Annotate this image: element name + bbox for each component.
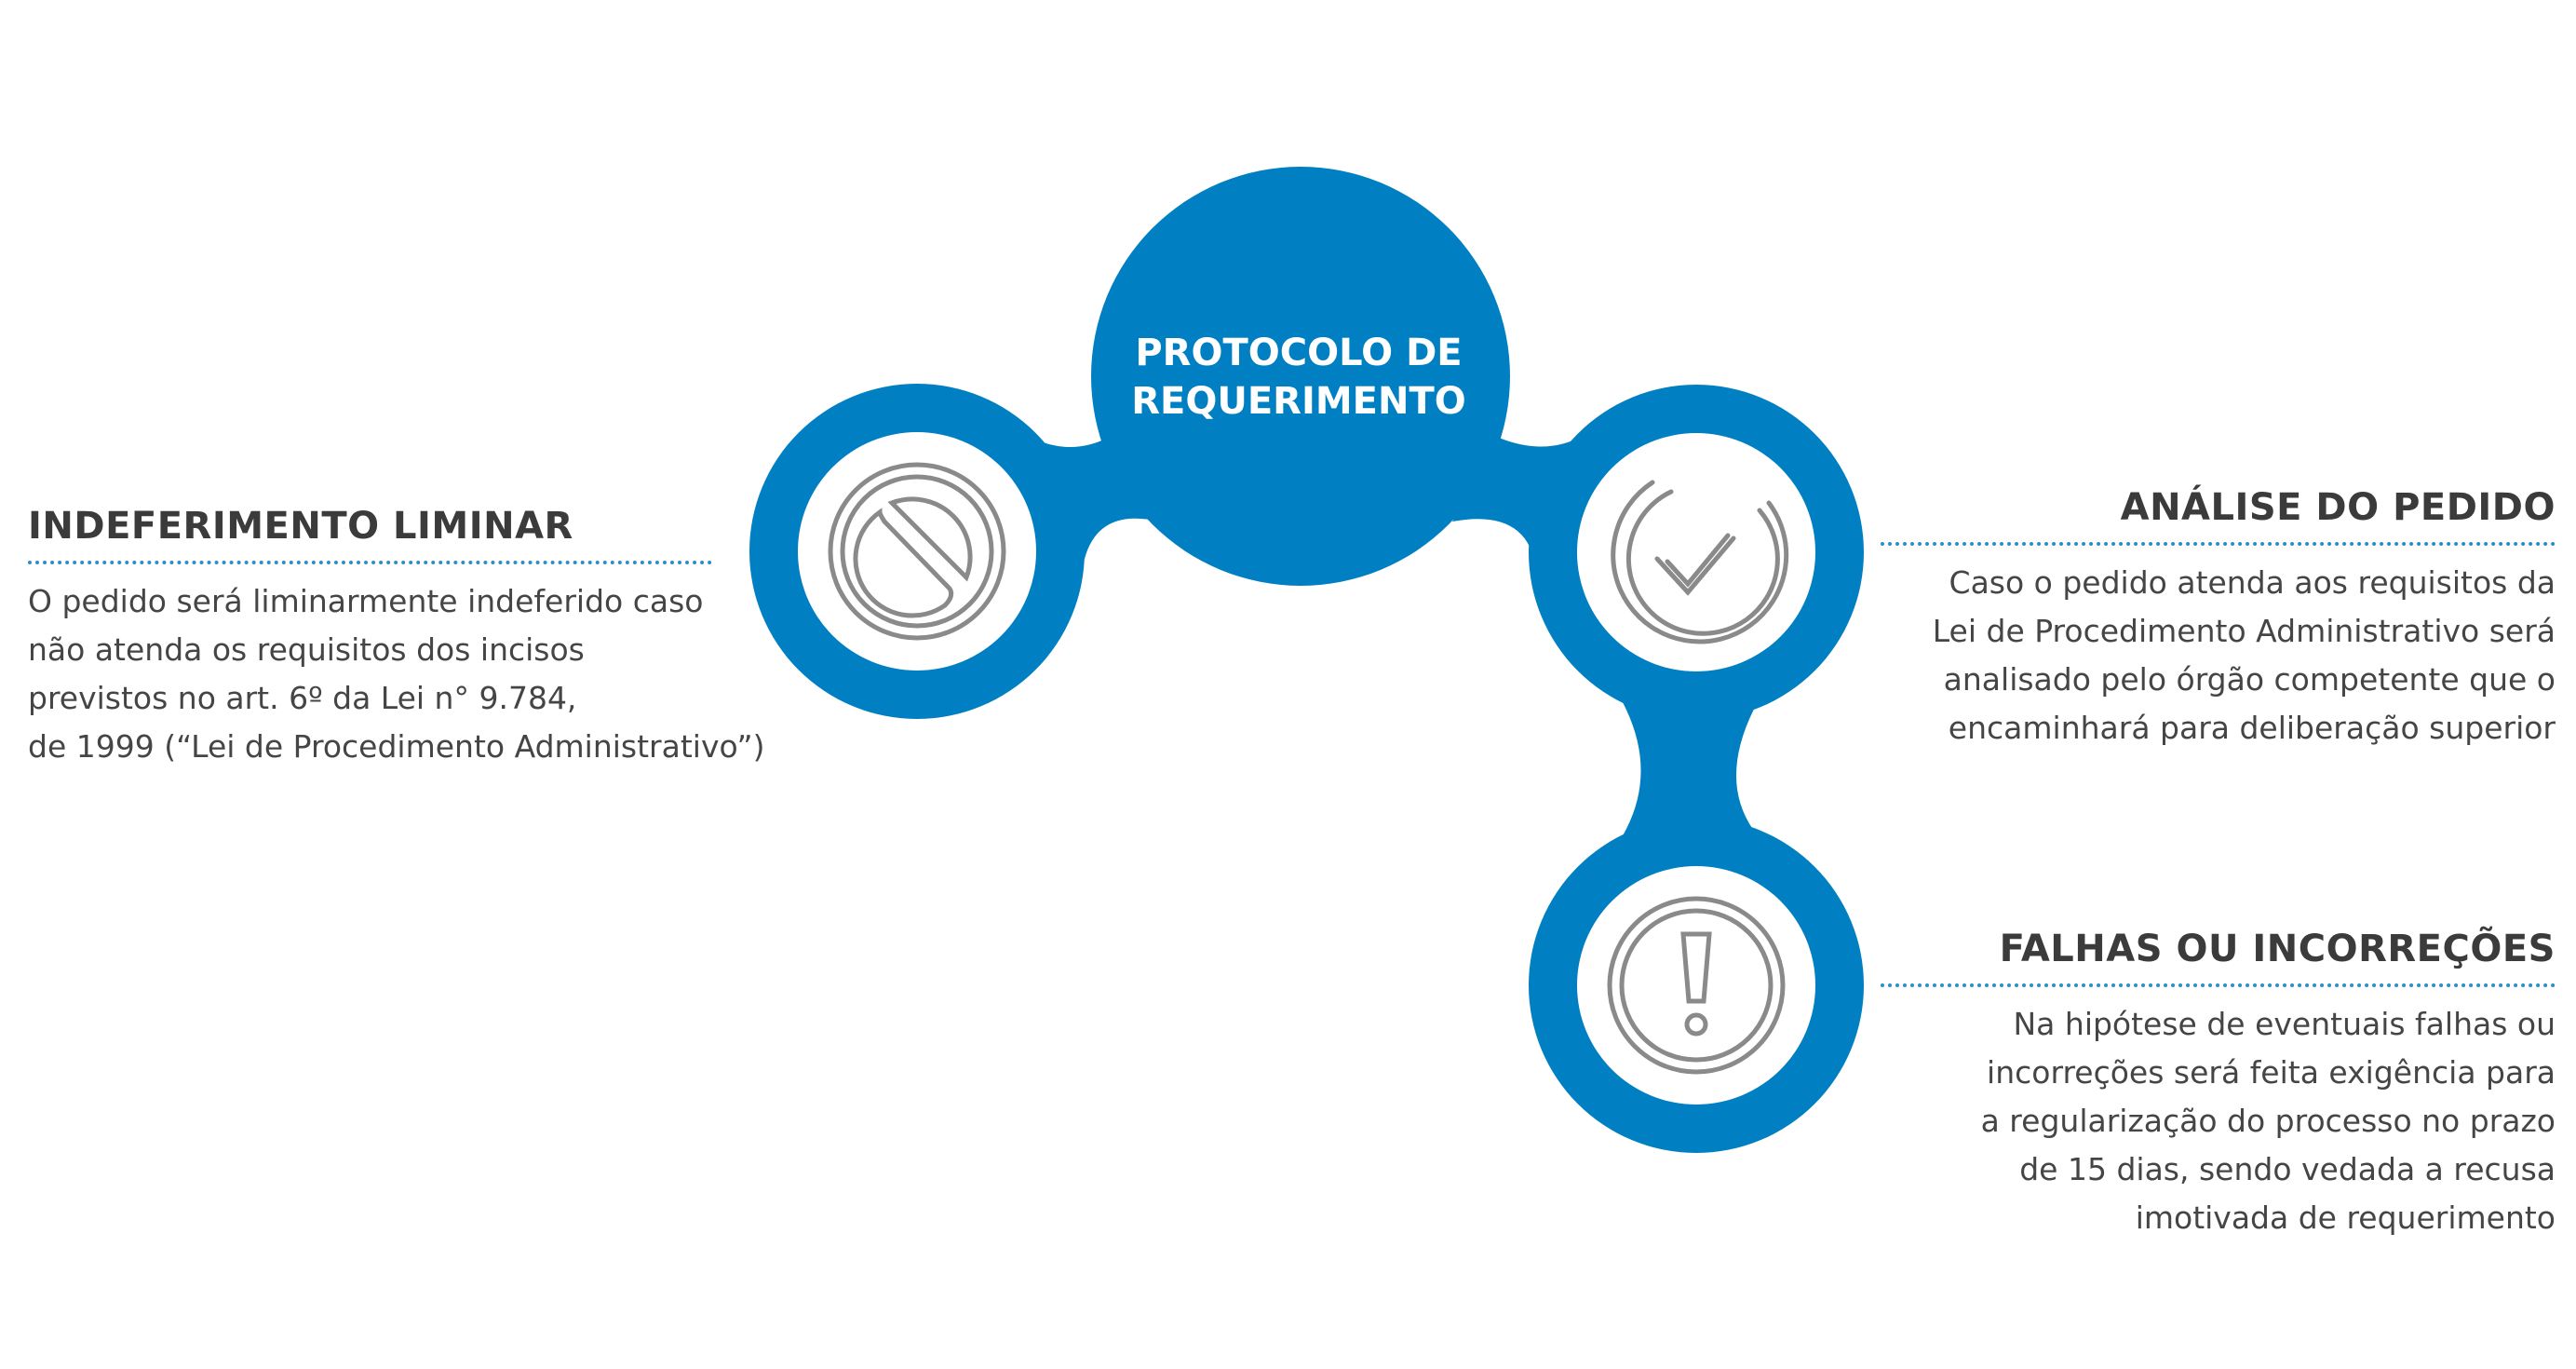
connector-vertical — [1615, 689, 1760, 847]
block-falhas: FALHAS OU INCORREÇÕES Na hipótese de eve… — [1881, 928, 2556, 1242]
text-line: Caso o pedido atenda aos requisitos da — [1949, 564, 2556, 601]
falhas-heading: FALHAS OU INCORREÇÕES — [1999, 928, 2556, 970]
analise-heading: ANÁLISE DO PEDIDO — [2120, 486, 2556, 529]
checkmark-icon — [1611, 480, 1789, 644]
text-line: encaminhará para deliberação superior — [1948, 710, 2556, 746]
text-line: analisado pelo órgão competente que o — [1943, 661, 2556, 698]
dotted-rule — [28, 561, 712, 564]
center-title-line-1: PROTOCOLO DE — [1135, 332, 1463, 374]
dotted-rule — [1881, 983, 2556, 987]
indeferimento-description: O pedido será liminarmente indeferido ca… — [28, 577, 765, 771]
text-line: O pedido será liminarmente indeferido ca… — [28, 583, 704, 619]
center-node — [1091, 167, 1510, 586]
text-line: a regularização do processo no prazo — [1980, 1103, 2556, 1139]
falhas-description: Na hipótese de eventuais falhas ou incor… — [1881, 1000, 2556, 1242]
text-line: previstos no art. 6º da Lei n° 9.784, — [28, 680, 577, 716]
text-line: incorreções será feita exigência para — [1987, 1054, 2556, 1091]
dotted-rule — [1881, 542, 2556, 546]
text-line: de 1999 (“Lei de Procedimento Administra… — [28, 728, 765, 765]
node-falhas — [1529, 818, 1864, 1153]
exclamation-icon — [1607, 896, 1786, 1075]
center-title-line-2: REQUERIMENTO — [1131, 380, 1466, 423]
block-analise: ANÁLISE DO PEDIDO Caso o pedido atenda a… — [1881, 486, 2556, 752]
node-analise — [1529, 385, 1864, 720]
node-indeferimento — [749, 384, 1085, 719]
center-title: PROTOCOLO DE REQUERIMENTO — [1103, 329, 1494, 426]
indeferimento-heading: INDEFERIMENTO LIMINAR — [28, 505, 573, 548]
text-line: de 15 dias, sendo vedada a recusa — [2019, 1151, 2556, 1187]
text-line: Na hipótese de eventuais falhas ou — [2013, 1006, 2556, 1042]
prohibited-icon — [828, 462, 1006, 641]
text-line: imotivada de requerimento — [2135, 1200, 2556, 1236]
text-line: Lei de Procedimento Administrativo será — [1932, 613, 2556, 649]
analise-description: Caso o pedido atenda aos requisitos da L… — [1881, 559, 2556, 752]
block-indeferimento: INDEFERIMENTO LIMINAR O pedido será limi… — [28, 505, 765, 771]
text-line: não atenda os requisitos dos incisos — [28, 631, 585, 668]
